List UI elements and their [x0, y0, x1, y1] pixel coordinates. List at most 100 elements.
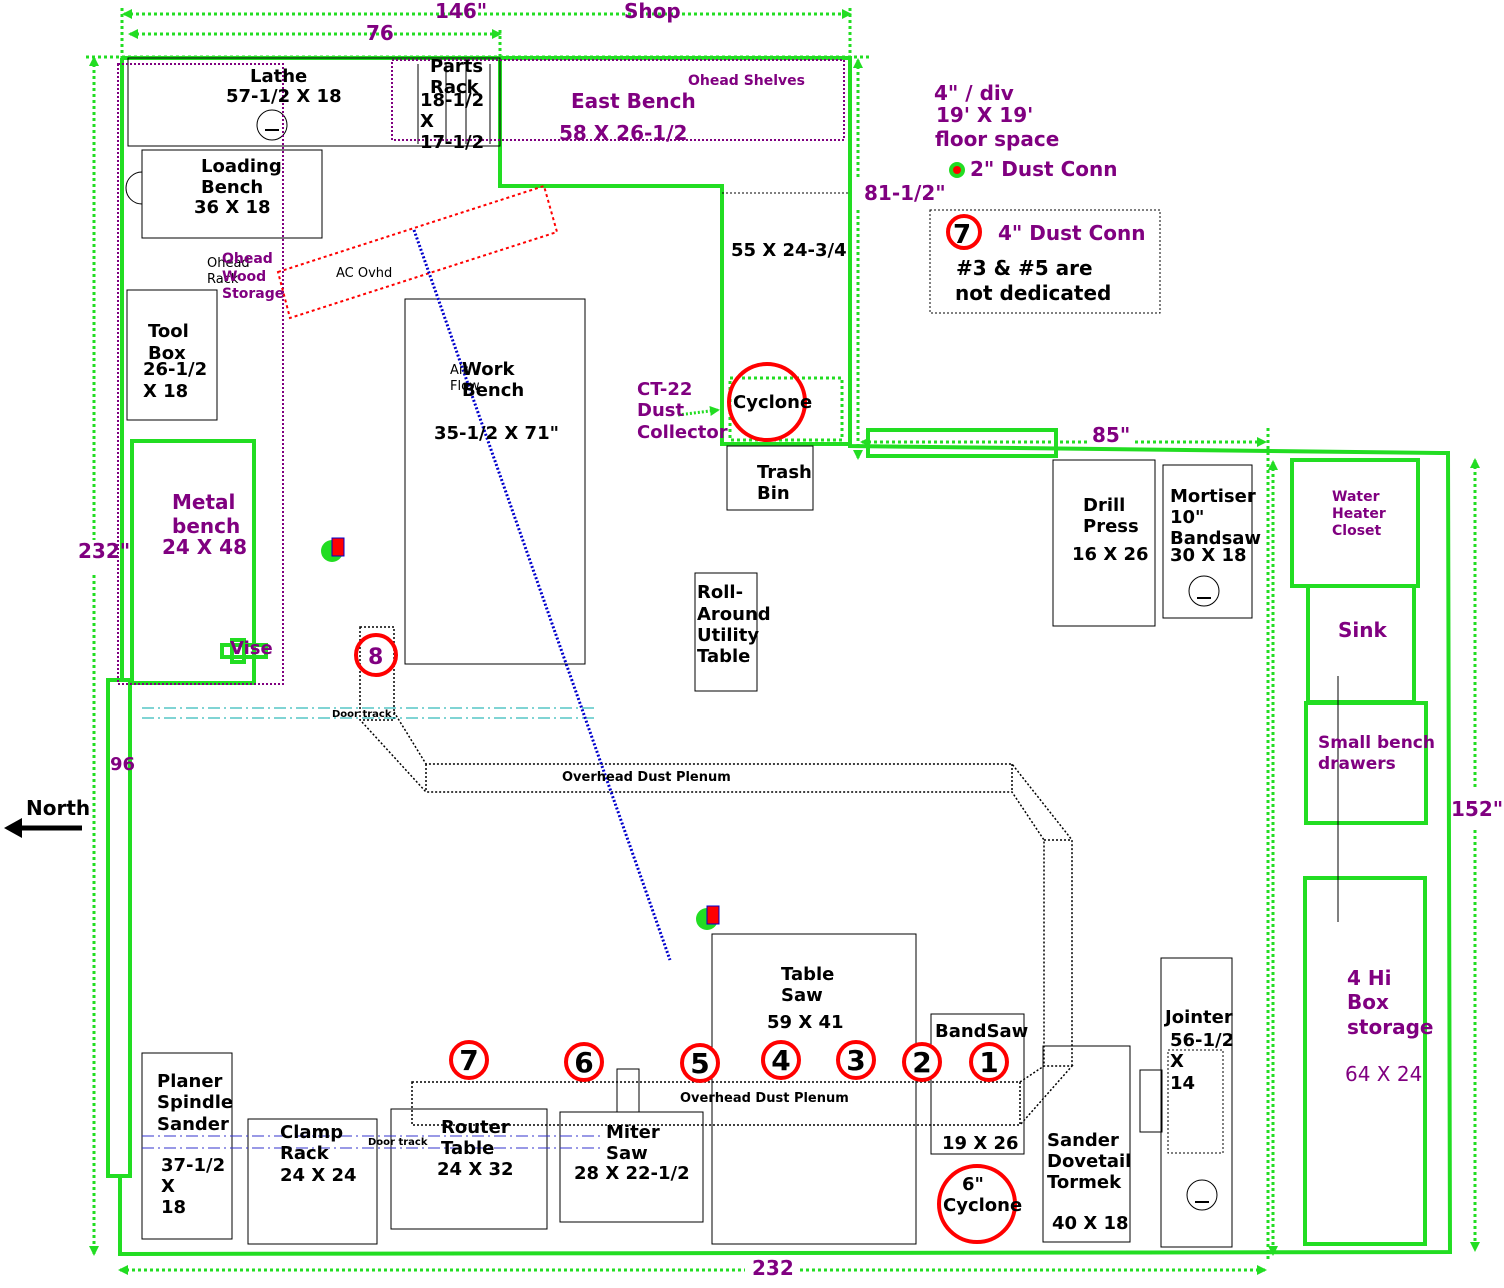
svg-text:Ohead: Ohead: [222, 251, 273, 267]
svg-text:not dedicated: not dedicated: [955, 281, 1111, 305]
svg-text:drawers: drawers: [1318, 754, 1396, 774]
svg-text:8: 8: [368, 645, 383, 670]
svg-text:Parts: Parts: [430, 56, 483, 77]
svg-text:X: X: [1170, 1051, 1184, 1072]
dust-port-5-label: 5: [690, 1047, 709, 1080]
svg-text:Work: Work: [462, 359, 515, 380]
air-flow-line: [412, 229, 672, 961]
svg-text:Sander: Sander: [157, 1114, 229, 1135]
svg-text:Press: Press: [1083, 516, 1139, 537]
svg-text:14: 14: [1170, 1073, 1195, 1094]
svg-text:30 X 18: 30 X 18: [1170, 545, 1247, 566]
svg-text:36 X 18: 36 X 18: [194, 197, 271, 218]
svg-text:X: X: [420, 111, 434, 132]
svg-text:Rack: Rack: [280, 1143, 330, 1164]
svg-text:Collector: Collector: [637, 422, 728, 443]
svg-text:Trash: Trash: [757, 462, 812, 483]
dust-port-circles: [354, 214, 1017, 1244]
shop-title: Shop: [624, 0, 681, 23]
svg-text:Door track: Door track: [368, 1137, 428, 1148]
svg-text:X 18: X 18: [143, 381, 188, 402]
svg-text:Sander: Sander: [1047, 1130, 1119, 1151]
svg-text:Table: Table: [697, 646, 750, 667]
svg-text:#3 & #5 are: #3 & #5 are: [956, 256, 1093, 280]
svg-text:19 X 26: 19 X 26: [942, 1133, 1019, 1154]
svg-text:64 X 24: 64 X 24: [1345, 1062, 1422, 1086]
dust-port-3-label: 3: [846, 1044, 865, 1077]
svg-text:Ohead: Ohead: [207, 256, 250, 271]
svg-text:Box: Box: [1347, 990, 1389, 1014]
dust-port-6-circle: [564, 1042, 604, 1082]
svg-text:Cyclone: Cyclone: [733, 392, 812, 413]
svg-text:Planer: Planer: [157, 1071, 223, 1092]
svg-text:Heater: Heater: [1332, 506, 1386, 522]
drill-press: [1052, 459, 1156, 627]
svg-text:18: 18: [161, 1197, 186, 1218]
svg-text:24 X 32: 24 X 32: [437, 1159, 514, 1180]
top-dim: 146": [435, 0, 487, 23]
svg-text:4" / div: 4" / div: [934, 81, 1014, 105]
svg-text:storage: storage: [1347, 1015, 1433, 1039]
svg-text:Small bench: Small bench: [1318, 733, 1435, 753]
svg-text:37-1/2: 37-1/2: [161, 1155, 225, 1176]
svg-text:18-1/2: 18-1/2: [420, 90, 484, 111]
svg-text:10": 10": [1170, 507, 1204, 528]
loading-bench: [141, 149, 323, 239]
svg-text:28 X 22-1/2: 28 X 22-1/2: [574, 1163, 690, 1184]
north-label: North: [26, 796, 90, 820]
svg-text:152": 152": [1451, 797, 1503, 821]
svg-text:Saw: Saw: [606, 1143, 648, 1164]
svg-text:16 X 26: 16 X 26: [1072, 544, 1149, 565]
svg-text:Around: Around: [697, 604, 771, 625]
svg-text:Lathe: Lathe: [250, 66, 307, 87]
svg-text:BandSaw: BandSaw: [935, 1021, 1028, 1042]
overhead-outlines: [117, 59, 1224, 1154]
svg-text:Jointer: Jointer: [1163, 1007, 1233, 1028]
planer-spindle-sander: [141, 1052, 233, 1240]
svg-text:85": 85": [1092, 423, 1130, 447]
svg-text:floor space: floor space: [935, 127, 1059, 151]
dust-port-1-circle: [969, 1042, 1009, 1082]
bandsaw: [930, 1013, 1025, 1155]
box-storage: [1303, 876, 1427, 1246]
svg-text:Bin: Bin: [757, 483, 790, 504]
svg-text:Loading: Loading: [201, 156, 282, 177]
svg-text:Bench: Bench: [201, 177, 263, 198]
work-bench: [404, 298, 586, 665]
svg-text:232: 232: [752, 1256, 794, 1280]
svg-text:Tormek: Tormek: [1047, 1172, 1122, 1193]
trash-bin: [726, 445, 814, 511]
svg-text:4 Hi: 4 Hi: [1347, 966, 1391, 990]
dust-port-4-label: 4: [771, 1044, 790, 1077]
sink: [1306, 584, 1416, 704]
svg-text:7: 7: [953, 220, 971, 250]
svg-text:24 X 48: 24 X 48: [162, 535, 247, 559]
two-inch-dust-conn-icon: [321, 162, 965, 930]
svg-text:East Bench: East Bench: [571, 89, 696, 113]
svg-text:Vise: Vise: [230, 638, 273, 659]
dust-port-2-label: 2: [912, 1046, 931, 1079]
svg-text:Box: Box: [148, 343, 186, 364]
svg-text:40 X 18: 40 X 18: [1052, 1213, 1129, 1234]
svg-text:2" Dust Conn: 2" Dust Conn: [970, 157, 1117, 181]
svg-text:Rack: Rack: [207, 272, 239, 287]
dimension-lines: [86, 8, 1480, 1275]
svg-text:Mortiser: Mortiser: [1170, 486, 1256, 507]
tool-box: [126, 289, 218, 421]
svg-text:59 X 41: 59 X 41: [767, 1012, 844, 1033]
svg-text:17-1/2: 17-1/2: [420, 132, 484, 153]
svg-text:Water: Water: [1332, 489, 1380, 505]
sander-dovetail-tormek: [1042, 1045, 1131, 1243]
svg-text:4" Dust Conn: 4" Dust Conn: [998, 221, 1145, 245]
svg-text:Rack: Rack: [430, 77, 480, 98]
mortiser: [1162, 464, 1253, 619]
lathe: [127, 57, 501, 147]
equipment-outlines: [125, 57, 1253, 1248]
svg-text:Utility: Utility: [697, 625, 759, 646]
svg-text:Overhead Dust Plenum: Overhead Dust Plenum: [680, 1091, 849, 1106]
svg-text:Drill: Drill: [1083, 495, 1125, 516]
svg-text:bench: bench: [172, 514, 240, 538]
dust-port-4-circle: [761, 1040, 801, 1080]
